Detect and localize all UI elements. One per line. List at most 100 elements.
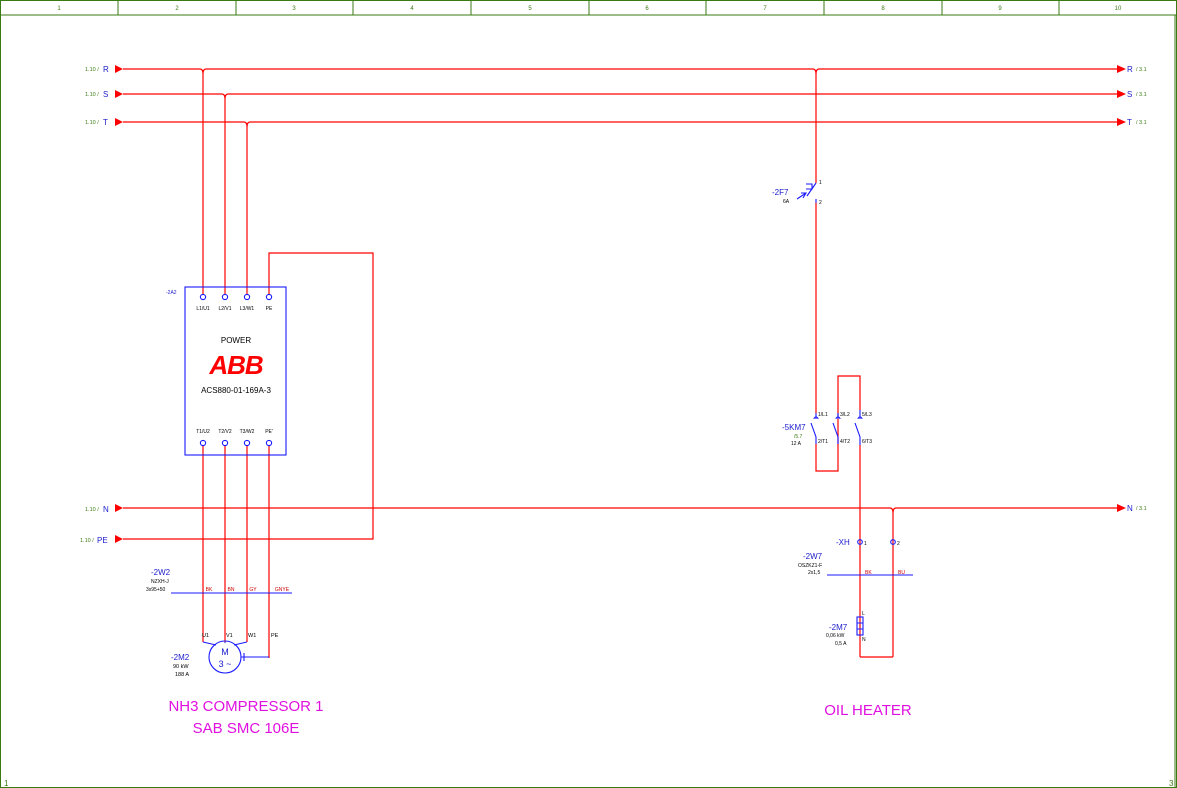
column-number: 5 [528, 6, 532, 12]
bus-ref-in: 1.10 / [85, 92, 99, 98]
terminal-pin: 2 [897, 541, 900, 547]
bus-ref-in: 1.10 / [85, 120, 99, 126]
drive-box [184, 286, 287, 456]
motor-power: 90 kW [173, 664, 189, 670]
bus-ref-in: 1.10 / [85, 67, 99, 73]
motor-terminal-label: PE [271, 633, 279, 639]
bus-label-pe: PE [97, 536, 108, 545]
core-color-label: GY [249, 587, 257, 593]
arrow-out-icon [1117, 504, 1126, 512]
bus-ref-out: / 3.1 [1136, 92, 1147, 98]
heater-tag: -2M7 [829, 623, 848, 632]
compressor-title-line1: NH3 COMPRESSOR 1 [168, 698, 323, 715]
motor-current: 188 A [175, 672, 189, 678]
bus-label-n-out: N [1127, 504, 1133, 513]
contact-label: 1/L1 [818, 412, 828, 418]
contact-label: 2/T1 [818, 439, 828, 445]
drive-terminal-label: T2/V2 [218, 429, 232, 435]
column-numbers: 1 2 3 4 5 6 7 8 9 10 [57, 6, 1122, 12]
bus-label-r-out: R [1127, 65, 1133, 74]
cable-size: 3x95+50 [146, 587, 166, 593]
contactor-ref: /5.7 [794, 434, 803, 440]
cable-tag: -2W2 [151, 568, 171, 577]
drive-wiring [202, 74, 270, 658]
page-number-left: 1 [4, 779, 9, 788]
drive-terminal-label: T3/W2 [240, 429, 255, 435]
heater-pin: N [862, 637, 866, 643]
fuse-element-icon [806, 183, 813, 190]
cable-size: 2x1,5 [808, 570, 820, 576]
cable-2w7: -2W7 OSZKZ1-F 2x1,5 BK BU [798, 552, 913, 576]
bus-s: 1.10 / S S / 3.1 [85, 90, 1147, 100]
compressor-title-line2: SAB SMC 106E [193, 720, 300, 737]
page-number-right: 3 [1169, 779, 1174, 788]
bus-label-n: N [103, 505, 109, 514]
contact-label: 4/T2 [840, 439, 850, 445]
arrow-in-icon [115, 535, 123, 543]
bus-ref-in: 1.10 / [85, 507, 99, 513]
bus-label-s: S [103, 90, 108, 99]
motor-terminal-label: W1 [248, 633, 256, 639]
contactor-current: 12 A [791, 441, 802, 447]
bus-pe: 1.10 / PE [80, 252, 374, 545]
bus-label-s-out: S [1127, 90, 1132, 99]
drive-terminal-label: L1/U1 [196, 306, 210, 312]
heater-power: 0,06 kW [826, 633, 845, 639]
fuse-tag: -2F7 [772, 188, 789, 197]
column-number: 3 [292, 6, 296, 12]
arrow-out-icon [1117, 90, 1126, 98]
abb-logo: ABB [208, 350, 263, 380]
ground-icon [241, 653, 269, 661]
bus-label-t: T [103, 118, 108, 127]
bus-ref-out: / 3.1 [1136, 67, 1147, 73]
cable-type: NZXH-J [151, 579, 169, 585]
motor-symbol: M [221, 647, 229, 657]
arrow-in-icon [115, 504, 123, 512]
core-color-label: BN [228, 587, 235, 593]
contact-label: 6/T3 [862, 439, 872, 445]
motor-terminal-label: U1 [202, 633, 209, 639]
terminal-xh[interactable]: -XH 1 2 [836, 538, 900, 547]
terminal-icon [243, 293, 251, 301]
column-number: 2 [175, 6, 179, 12]
arrow-out-icon [1117, 118, 1126, 126]
terminal-icon [265, 439, 273, 447]
core-color-label: BK [206, 587, 213, 593]
motor-tag: -2M2 [171, 653, 190, 662]
contactor-contacts-icon [810, 410, 863, 445]
oil-heater-title: OIL HEATER [824, 702, 912, 719]
column-number: 4 [410, 6, 414, 12]
bus-ref-in: 1.10 / [80, 538, 94, 544]
drive-terminal-label: PE' [265, 429, 273, 435]
column-number: 1 [57, 6, 61, 12]
fuse-rating: 6A [783, 199, 790, 205]
bus-t: 1.10 / T T / 3.1 [85, 118, 1147, 128]
bus-r: 1.10 / R R / 3.1 [85, 65, 1147, 75]
fuse-trip-icon [796, 192, 807, 200]
terminal-tag: -XH [836, 538, 850, 547]
column-number: 8 [881, 6, 885, 12]
fuse-2f7[interactable]: 1 2 -2F7 6A [772, 180, 822, 206]
heater-current: 0,5 A [835, 641, 847, 647]
motor-2m2[interactable]: U1 V1 W1 PE M 3 ~ -2M2 90 kW 188 A [171, 633, 279, 678]
drive-terminal-label: PE [266, 306, 273, 312]
bus-ref-out: / 3.1 [1136, 506, 1147, 512]
fuse-pin: 1 [819, 180, 822, 186]
drive-tag: -2A2 [166, 290, 177, 296]
drive-power-label: POWER [221, 336, 251, 345]
bus-label-t-out: T [1127, 118, 1132, 127]
terminal-icon [221, 439, 229, 447]
contact-label: 5/L3 [862, 412, 872, 418]
contactor-tag: -5KM7 [782, 423, 806, 432]
drive-2a2[interactable]: -2A2 L1/U1 L2/V1 L3/W1 PE T1/U2 T2/V2 T3… [166, 286, 287, 456]
arrow-in-icon [115, 90, 123, 98]
contactor-5km7[interactable]: 1/L1 3/L2 5/L3 2/T1 4/T2 6/T3 -5KM7 /5.7… [782, 410, 872, 447]
fuse-pin: 2 [819, 200, 822, 206]
bus-n: 1.10 / N N / 3.1 [85, 504, 1147, 514]
column-number: 6 [645, 6, 649, 12]
core-color-label: GNYE [275, 587, 290, 593]
core-color-label: BK [865, 570, 872, 576]
terminal-icon [243, 439, 251, 447]
heater-2m7[interactable]: L N -2M7 0,06 kW 0,5 A [826, 611, 866, 647]
terminal-icon [199, 439, 207, 447]
